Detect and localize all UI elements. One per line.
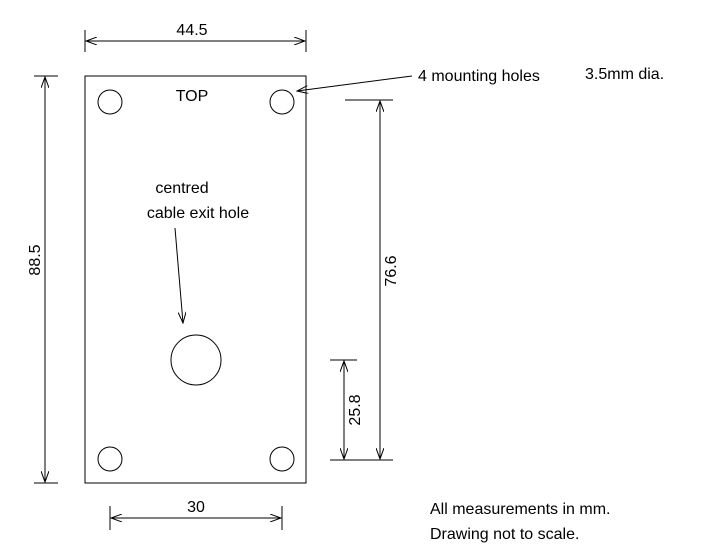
cable-exit-hole	[170, 334, 222, 386]
height-dimension-label: 88.5	[27, 244, 44, 275]
mounting-holes-size-label: 3.5mm dia.	[585, 66, 664, 83]
mounting-hole-bottom-left	[97, 446, 123, 472]
width-dimension-label: 44.5	[176, 22, 207, 39]
cable-hole-leader-arrow	[174, 227, 183, 323]
mounting-holes-leader-arrow	[297, 75, 413, 91]
mounting-holes-count-label: 4 mounting holes	[418, 68, 540, 85]
plate-outline	[84, 75, 307, 484]
cable-offset-dimension-label: 25.8	[347, 394, 364, 425]
note-scale: Drawing not to scale.	[430, 526, 579, 543]
mounting-hole-bottom-right	[269, 446, 295, 472]
mounting-hole-top-right	[269, 89, 295, 115]
note-units: All measurements in mm.	[430, 501, 611, 518]
bottom-spacing-dimension-label: 30	[187, 499, 205, 516]
cable-hole-callout-line1: centred	[155, 180, 208, 197]
mounting-hole-top-left	[97, 89, 123, 115]
cable-hole-callout-line2: cable exit hole	[147, 205, 249, 222]
hole-spacing-dimension-label: 76.6	[383, 255, 400, 286]
top-label: TOP	[176, 88, 209, 105]
